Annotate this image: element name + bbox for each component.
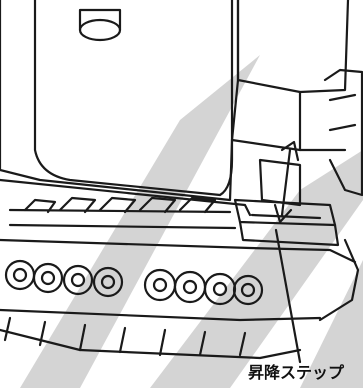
highlight-bands [20,55,363,388]
roller [6,261,34,289]
roller [175,272,205,302]
roller [34,264,62,292]
tank-panel [35,0,232,195]
callout-label-step: 昇降ステップ [248,361,363,385]
roller [145,270,175,300]
